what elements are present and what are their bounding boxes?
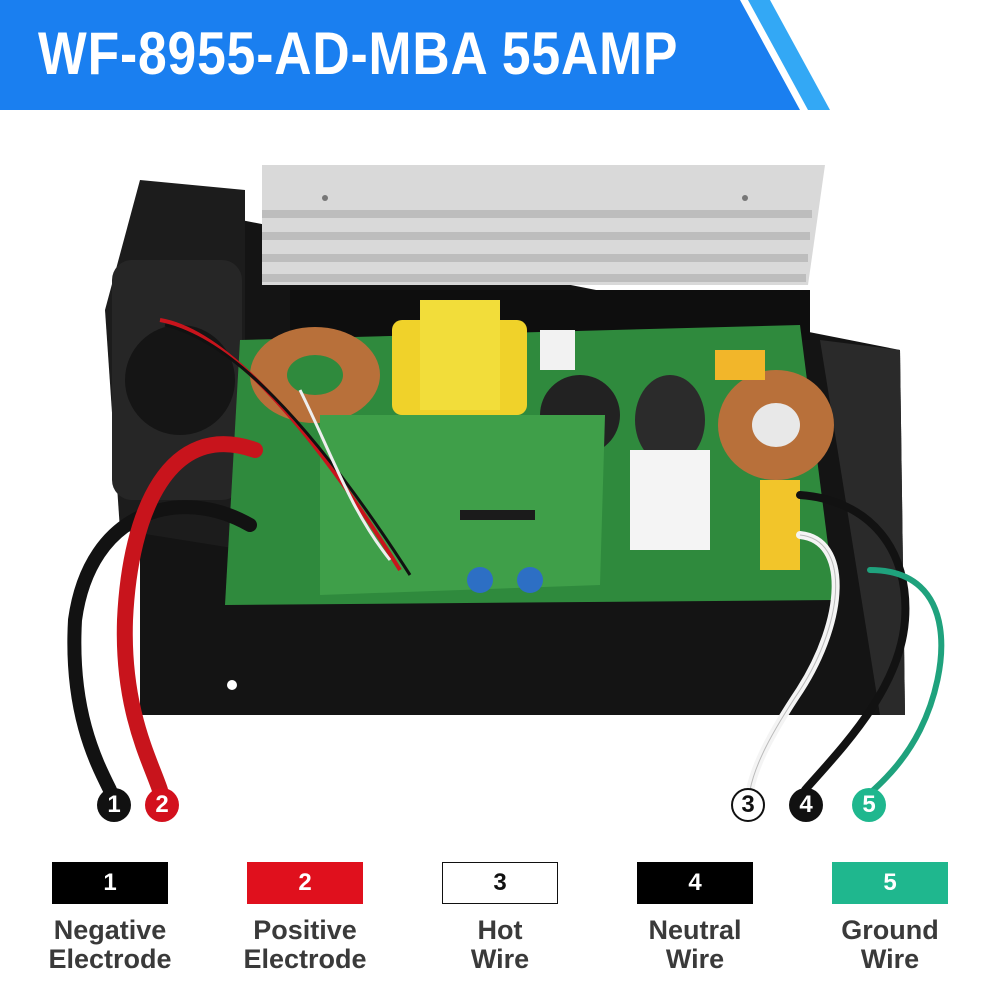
legend-label: Hot Wire: [470, 915, 530, 974]
banner-shape: [0, 0, 830, 110]
control-board: [320, 415, 605, 595]
ground-wire: [865, 567, 945, 798]
callout-4: 4: [789, 788, 823, 822]
callout-5: 5: [852, 788, 886, 822]
converter-photo: [67, 165, 945, 798]
legend-neutral-wire: 4 Neutral Wire: [637, 862, 753, 974]
legend-hot-wire: 3 Hot Wire: [442, 862, 558, 974]
legend-ground-wire: 5 Ground Wire: [832, 862, 948, 974]
legend-swatch: 3: [442, 862, 558, 904]
legend-swatch: 4: [637, 862, 753, 904]
legend-label: Negative Electrode: [48, 915, 172, 974]
negative-wire: [67, 500, 257, 797]
legend-positive-electrode: 2 Positive Electrode: [243, 862, 367, 974]
legend-swatch: 2: [247, 862, 363, 904]
cooling-fan: [105, 180, 245, 550]
legend-swatch: 1: [52, 862, 168, 904]
product-title: WF-8955-AD-MBA 55AMP: [38, 20, 679, 87]
heatsink: [262, 165, 825, 340]
positive-wire: [116, 436, 263, 798]
legend-label: Positive Electrode: [243, 915, 367, 974]
title-banner: WF-8955-AD-MBA 55AMP: [0, 0, 1000, 110]
legend-label: Ground Wire: [841, 915, 939, 974]
neutral-wire: [796, 491, 910, 794]
callout-3: 3: [731, 788, 765, 822]
legend-label: Neutral Wire: [648, 915, 742, 974]
legend-swatch: 5: [832, 862, 948, 904]
callout-2: 2: [145, 788, 179, 822]
legend-negative-electrode: 1 Negative Electrode: [48, 862, 172, 974]
callout-1: 1: [97, 788, 131, 822]
